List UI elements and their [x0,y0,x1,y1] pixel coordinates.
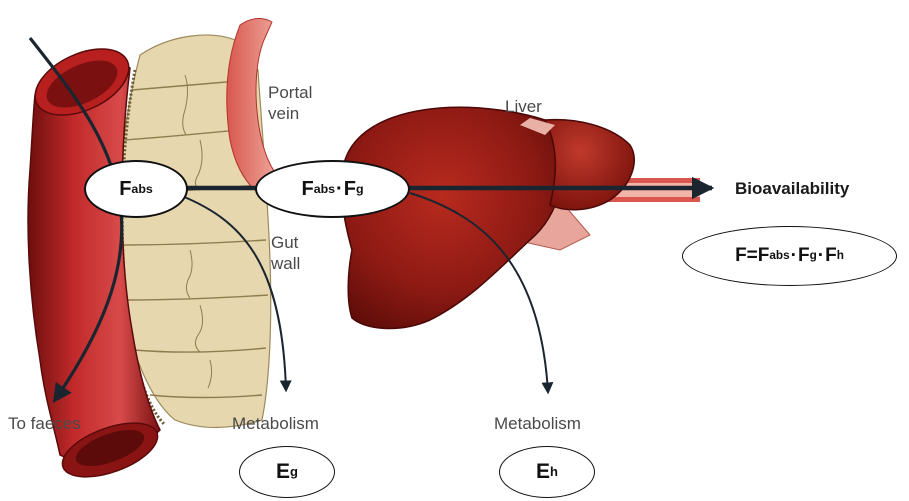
formula-t2-base: F [798,245,810,267]
e-g-base: E [276,460,290,484]
formula-sep2: · [818,245,824,267]
f-abs-f-g-part1-base: F [301,178,313,201]
liver [342,107,634,328]
portal-vein-label-line2: vein [268,103,312,124]
metabolism-liver-label: Metabolism [494,413,581,434]
to-faeces-label: To faeces [8,413,81,434]
metabolism-gut-label: Metabolism [232,413,319,434]
f-abs-base: F [119,178,131,201]
formula-t3-base: F [825,245,837,267]
f-abs-f-g-part2-base: F [344,178,356,201]
portal-vein-label-line1: Portal [268,82,312,103]
gut-wall-label: Gut wall [271,232,300,274]
f-abs-f-g-separator: · [336,178,343,201]
gut-wall-label-line2: wall [271,253,300,274]
gut-wall-label-line1: Gut [271,232,300,253]
liver-label: Liver [505,96,542,117]
bioavailability-label: Bioavailability [735,179,849,199]
portal-vein-label: Portal vein [268,82,312,124]
formula-prefix: F= [735,245,758,267]
formula-t1-base: F [758,245,770,267]
e-h-base: E [536,460,550,484]
formula-sep1: · [791,245,797,267]
